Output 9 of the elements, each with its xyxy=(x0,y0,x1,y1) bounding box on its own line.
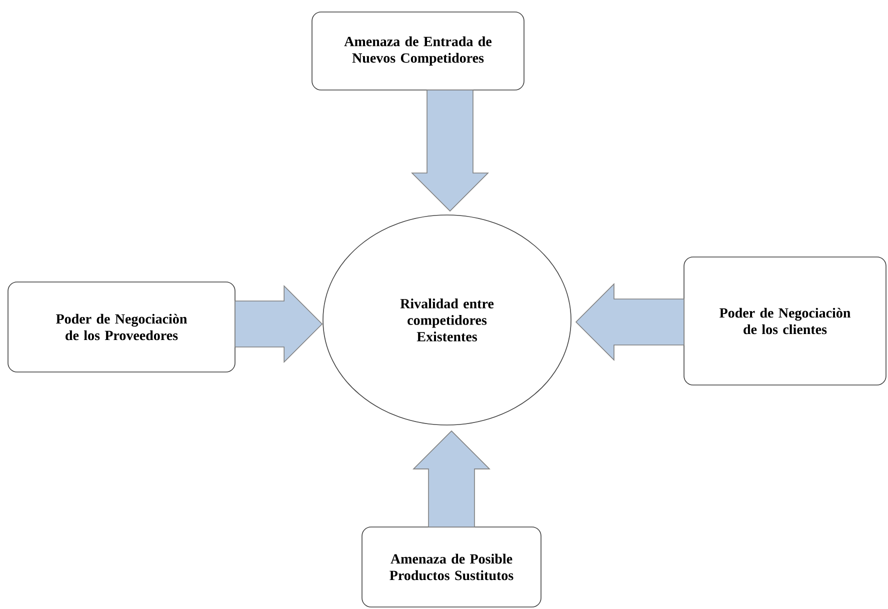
ellipse-node: Rivalidad entre competidores Existentes xyxy=(322,214,572,426)
block-arrow xyxy=(234,285,323,363)
block-arrow xyxy=(412,430,490,528)
text-box: Poder de Negociaciòn de los Proveedores xyxy=(8,282,236,372)
text-box: Amenaza de Entrada de Nuevos Competidores xyxy=(312,12,524,90)
block-arrow xyxy=(411,90,489,212)
block-arrow xyxy=(575,283,684,361)
text-box: Amenaza de Posible Productos Sustitutos xyxy=(362,526,542,608)
text-box: Poder de Negociaciòn de los clientes xyxy=(684,256,886,386)
